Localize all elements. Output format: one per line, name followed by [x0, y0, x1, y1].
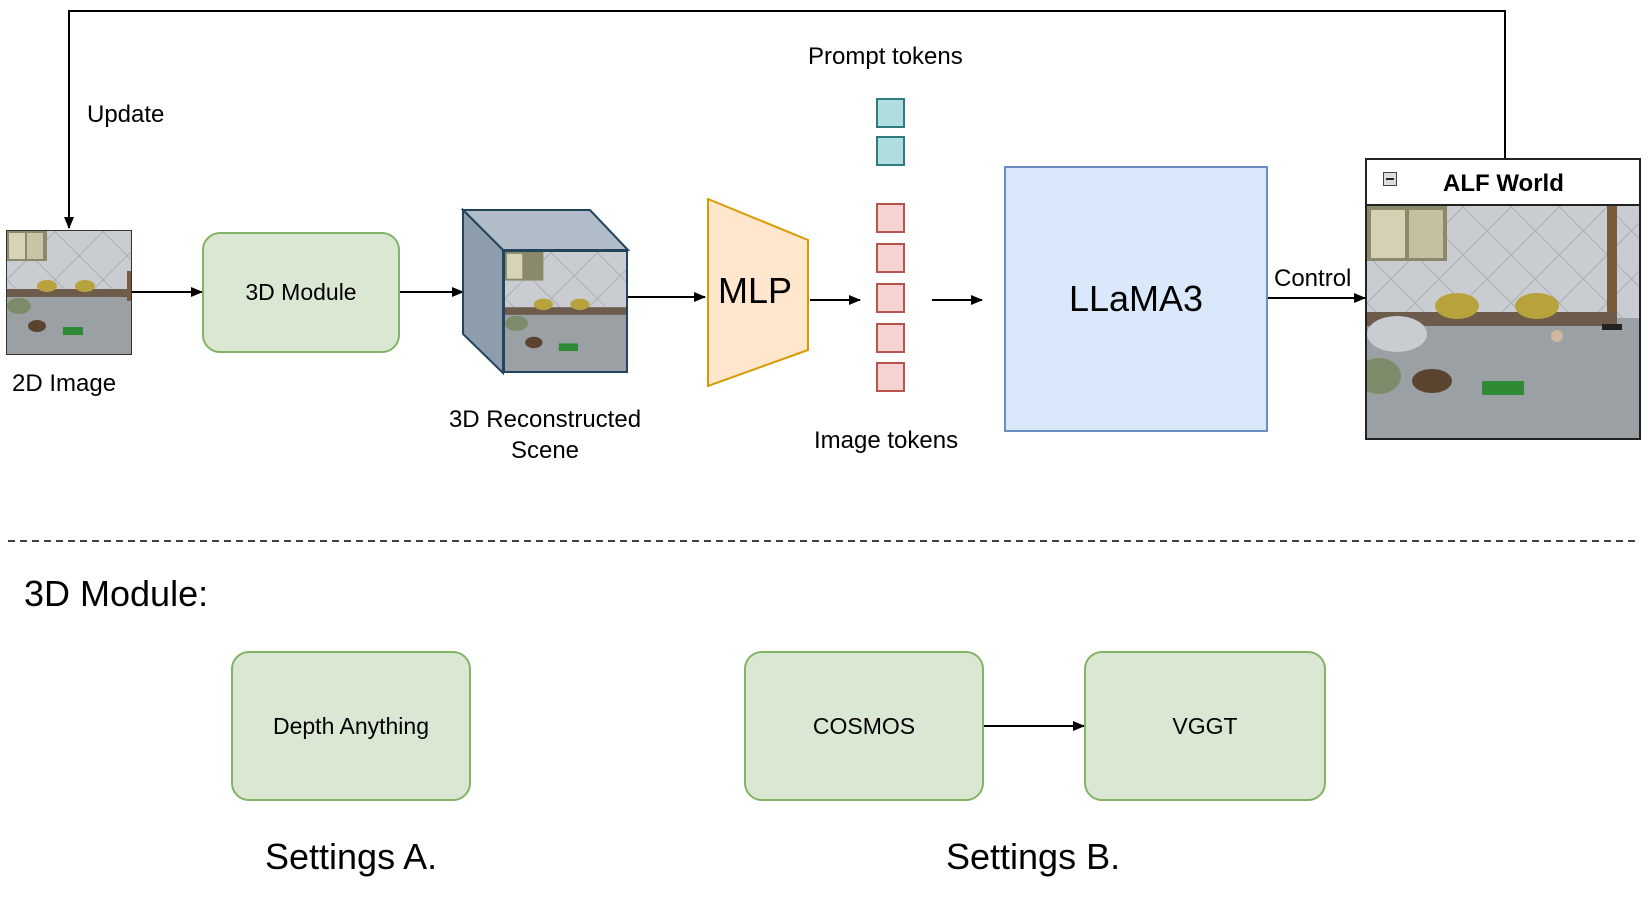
llama3-label: LLaMA3	[1068, 278, 1204, 319]
settings-a-label: Settings A.	[265, 836, 438, 877]
image-token	[876, 203, 905, 233]
room-scene-picture	[1367, 206, 1639, 438]
prompt-tokens-label: Prompt tokens	[808, 43, 963, 70]
prompt-token	[876, 136, 905, 166]
cosmos-label: COSMOS	[812, 712, 916, 739]
module-3d-box: 3D Module	[202, 232, 400, 353]
update-feedback-arrow	[64, 10, 1506, 229]
module-3d-box-label: 3D Module	[245, 279, 357, 305]
image-token	[876, 243, 905, 273]
control-label: Control	[1274, 265, 1352, 292]
room-scene-picture	[7, 231, 131, 354]
alf-world-window: ALF World	[1365, 158, 1641, 440]
vggt-label: VGGT	[1172, 712, 1238, 739]
cosmos-box: COSMOS	[744, 651, 984, 801]
image-tokens-label: Image tokens	[814, 427, 959, 454]
room-scene-picture	[505, 252, 626, 371]
prompt-token	[876, 98, 905, 128]
minimize-icon[interactable]	[1383, 172, 1397, 186]
image-token	[876, 362, 905, 392]
llama3-block: LLaMA3	[1004, 166, 1268, 432]
mlp-label: MLP	[718, 270, 793, 311]
reconstructed-scene-label-line2: Scene	[510, 437, 580, 464]
depth-anything-label: Depth Anything	[272, 712, 429, 739]
input-2d-image	[6, 230, 132, 355]
reconstructed-scene-label: 3D Reconstructed Scene	[430, 404, 660, 466]
image-2d-label: 2D Image	[12, 370, 117, 397]
image-token	[876, 323, 905, 353]
image-token	[876, 283, 905, 313]
alf-world-scene	[1367, 206, 1639, 438]
alf-world-title: ALF World	[1443, 170, 1564, 197]
vggt-box: VGGT	[1084, 651, 1326, 801]
module-section-header: 3D Module:	[24, 573, 209, 614]
reconstructed-scene-image	[503, 250, 628, 373]
mlp-block	[707, 197, 809, 388]
reconstructed-scene-cube	[460, 207, 631, 376]
update-label: Update	[87, 101, 165, 128]
reconstructed-scene-label-line1: 3D Reconstructed	[448, 406, 642, 433]
depth-anything-box: Depth Anything	[231, 651, 471, 801]
settings-b-label: Settings B.	[946, 836, 1121, 877]
alf-world-titlebar: ALF World	[1367, 160, 1639, 206]
